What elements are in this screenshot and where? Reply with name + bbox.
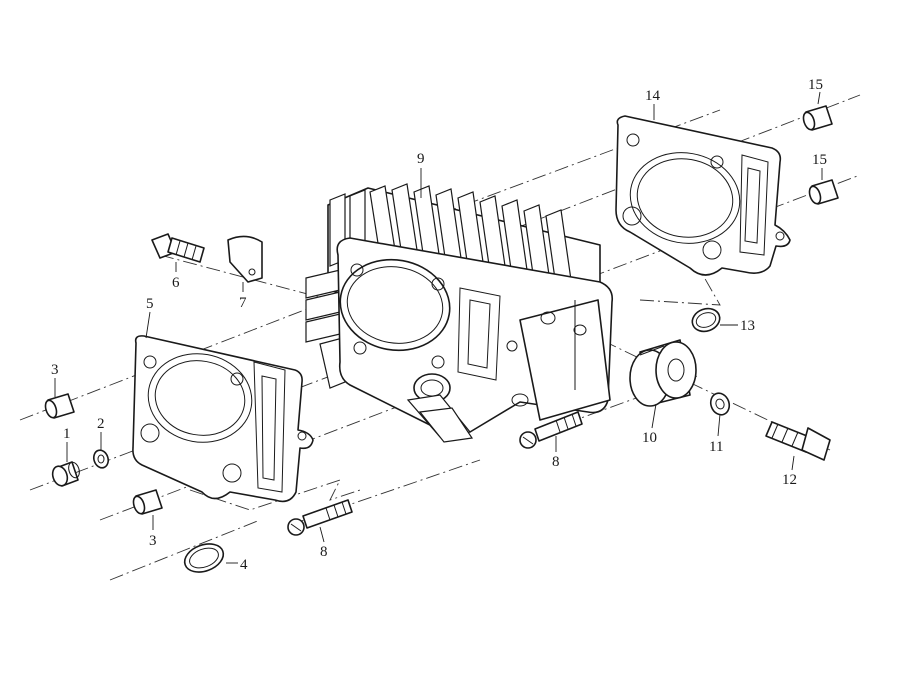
dowel-pin-right-lower [808, 179, 839, 205]
callout-6: 6 [172, 275, 180, 291]
callout-3-upper: 3 [51, 362, 59, 378]
dowel-pin-left-upper [44, 393, 75, 419]
rubber-plug [629, 339, 697, 407]
callout-labels: 1 2 3 3 4 5 6 7 8 8 9 10 11 12 13 14 15 … [51, 77, 827, 573]
callout-14: 14 [645, 88, 661, 104]
base-gasket-left [132, 335, 314, 503]
o-ring [691, 307, 721, 333]
callout-2: 2 [97, 416, 105, 432]
cap-nut [51, 461, 80, 487]
flange-bolt-right [765, 421, 831, 461]
callout-3-lower: 3 [149, 533, 157, 549]
flange-bolt-left [151, 233, 205, 263]
callout-8-center: 8 [552, 454, 560, 470]
callout-5: 5 [146, 296, 154, 312]
head-gasket-right [615, 115, 791, 276]
callout-7: 7 [239, 295, 247, 311]
callout-10: 10 [642, 430, 657, 446]
callout-4: 4 [240, 557, 248, 573]
callout-15-upper: 15 [808, 77, 823, 93]
callout-1: 1 [63, 426, 71, 442]
hose-clamp [227, 235, 263, 283]
callout-9: 9 [417, 151, 425, 167]
sealing-washer [709, 392, 731, 416]
o-ring-lower [183, 543, 225, 573]
callout-13: 13 [740, 318, 755, 334]
callout-8-lower: 8 [320, 544, 328, 560]
dowel-pin-left-lower [132, 489, 163, 515]
callout-15-lower: 15 [812, 152, 827, 168]
dowel-pin-right-upper [802, 105, 833, 131]
callout-leaders [54, 91, 823, 564]
stud-bolt-center [519, 411, 583, 449]
cylinder-block [305, 183, 614, 443]
stud-bolt-lower-left [287, 499, 353, 536]
plain-washer [92, 449, 110, 469]
callout-11: 11 [709, 439, 723, 455]
callout-12: 12 [782, 472, 797, 488]
